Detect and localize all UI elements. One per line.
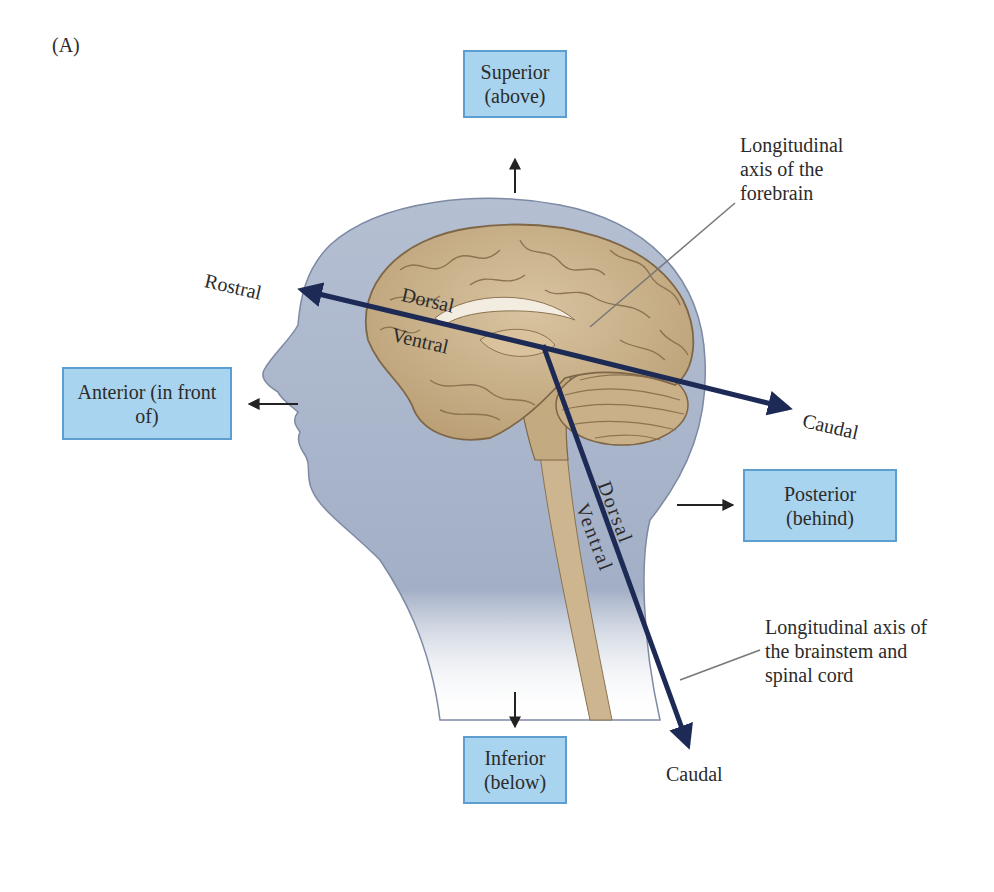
callout-text: Longitudinal axis of the brainstem and s…: [765, 615, 945, 687]
direction-text: Superior (above): [471, 60, 559, 108]
head-silhouette: [263, 198, 705, 720]
panel-letter: (A): [52, 33, 80, 57]
posterior-arrow: [677, 504, 732, 506]
leader-line: [590, 203, 735, 327]
callout-text: Longitudinal axis of the forebrain: [740, 133, 875, 205]
cerebrum: [366, 225, 694, 440]
direction-box: Posterior (behind): [743, 469, 897, 542]
leader-line: [680, 650, 760, 680]
axis-label: Caudal: [666, 762, 723, 786]
cerebral-gyri: [380, 240, 688, 420]
direction-box: Superior (above): [463, 50, 567, 118]
axis-label: Caudal: [800, 408, 861, 444]
direction-box: Inferior (below): [463, 736, 567, 804]
direction-text: Inferior (below): [471, 746, 559, 794]
direction-text: Anterior (in front of): [70, 380, 224, 428]
corpus-callosum: [435, 297, 575, 325]
direction-text: Posterior (behind): [751, 482, 889, 530]
brainstem-axis: [543, 345, 688, 745]
cerebellum-folia: [562, 375, 684, 440]
inferior-arrow: [514, 692, 516, 726]
anterior-arrow: [250, 403, 298, 405]
axis-label: Rostral: [202, 268, 264, 304]
superior-arrow: [514, 160, 516, 193]
forebrain-axis: [545, 348, 788, 408]
direction-box: Anterior (in front of): [62, 367, 232, 440]
